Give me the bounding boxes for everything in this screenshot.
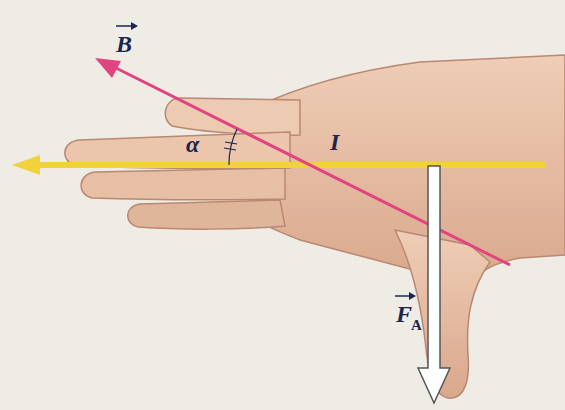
- current-arrowhead: [12, 155, 40, 175]
- vector-mark-head: [409, 292, 416, 300]
- angle-label: α: [186, 132, 199, 156]
- field-arrow: [112, 66, 510, 265]
- angle-tick: [225, 142, 237, 144]
- finger: [81, 168, 285, 200]
- angle-tick: [224, 148, 236, 150]
- finger: [128, 200, 285, 229]
- force-arrow: [418, 166, 450, 403]
- force-label: F: [396, 302, 412, 326]
- force-subscript: A: [411, 318, 422, 333]
- vector-mark-head: [131, 22, 138, 30]
- vector-label: B: [116, 32, 132, 56]
- field-arrowhead: [95, 58, 121, 78]
- current-label: I: [330, 130, 339, 154]
- angle-arc: [229, 129, 237, 165]
- current-arrow: [35, 162, 545, 168]
